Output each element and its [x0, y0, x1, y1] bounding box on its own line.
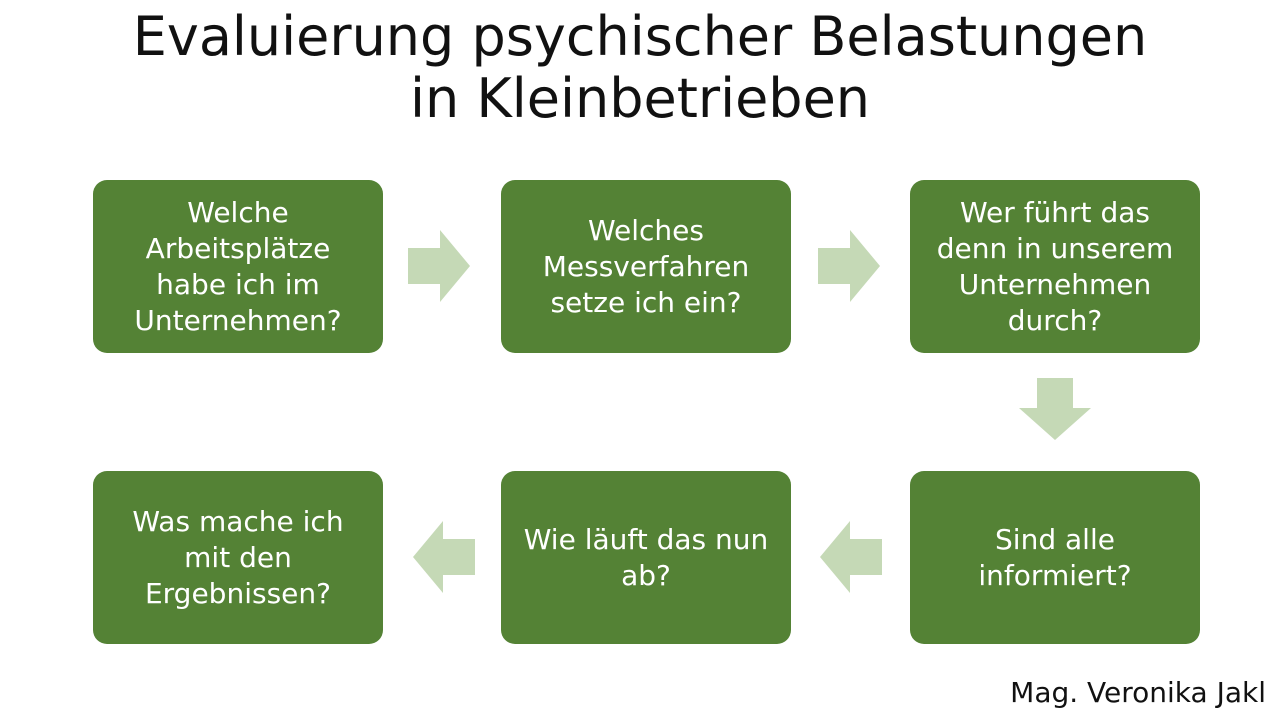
process-step-6: Was mache ich mit den Ergebnissen? [93, 471, 383, 644]
process-step-3: Wer führt das denn in unserem Unternehme… [910, 180, 1200, 353]
process-step-1-label: Welche Arbeitsplätze habe ich im Unterne… [134, 195, 342, 337]
process-step-2-label: Welches Messverfahren setze ich ein? [542, 213, 750, 319]
process-step-2: Welches Messverfahren setze ich ein? [501, 180, 791, 353]
process-step-4-label: Sind alle informiert? [978, 522, 1132, 592]
arrow-right-icon [818, 230, 880, 302]
arrow-left-icon [413, 521, 475, 593]
title-line-1: Evaluierung psychischer Belastungen [132, 5, 1148, 68]
page-title: Evaluierung psychischer Belastungen in K… [0, 6, 1280, 130]
arrow-right-icon [408, 230, 470, 302]
process-step-6-label: Was mache ich mit den Ergebnissen? [132, 504, 344, 610]
process-step-5: Wie läuft das nun ab? [501, 471, 791, 644]
arrow-left-icon [820, 521, 882, 593]
title-line-2: in Kleinbetrieben [409, 67, 871, 130]
author-credit: Mag. Veronika Jakl [1010, 676, 1266, 709]
arrow-down-icon [1019, 378, 1091, 440]
process-step-5-label: Wie läuft das nun ab? [523, 522, 769, 592]
process-step-3-label: Wer führt das denn in unserem Unternehme… [936, 195, 1174, 337]
process-step-1: Welche Arbeitsplätze habe ich im Unterne… [93, 180, 383, 353]
process-step-4: Sind alle informiert? [910, 471, 1200, 644]
